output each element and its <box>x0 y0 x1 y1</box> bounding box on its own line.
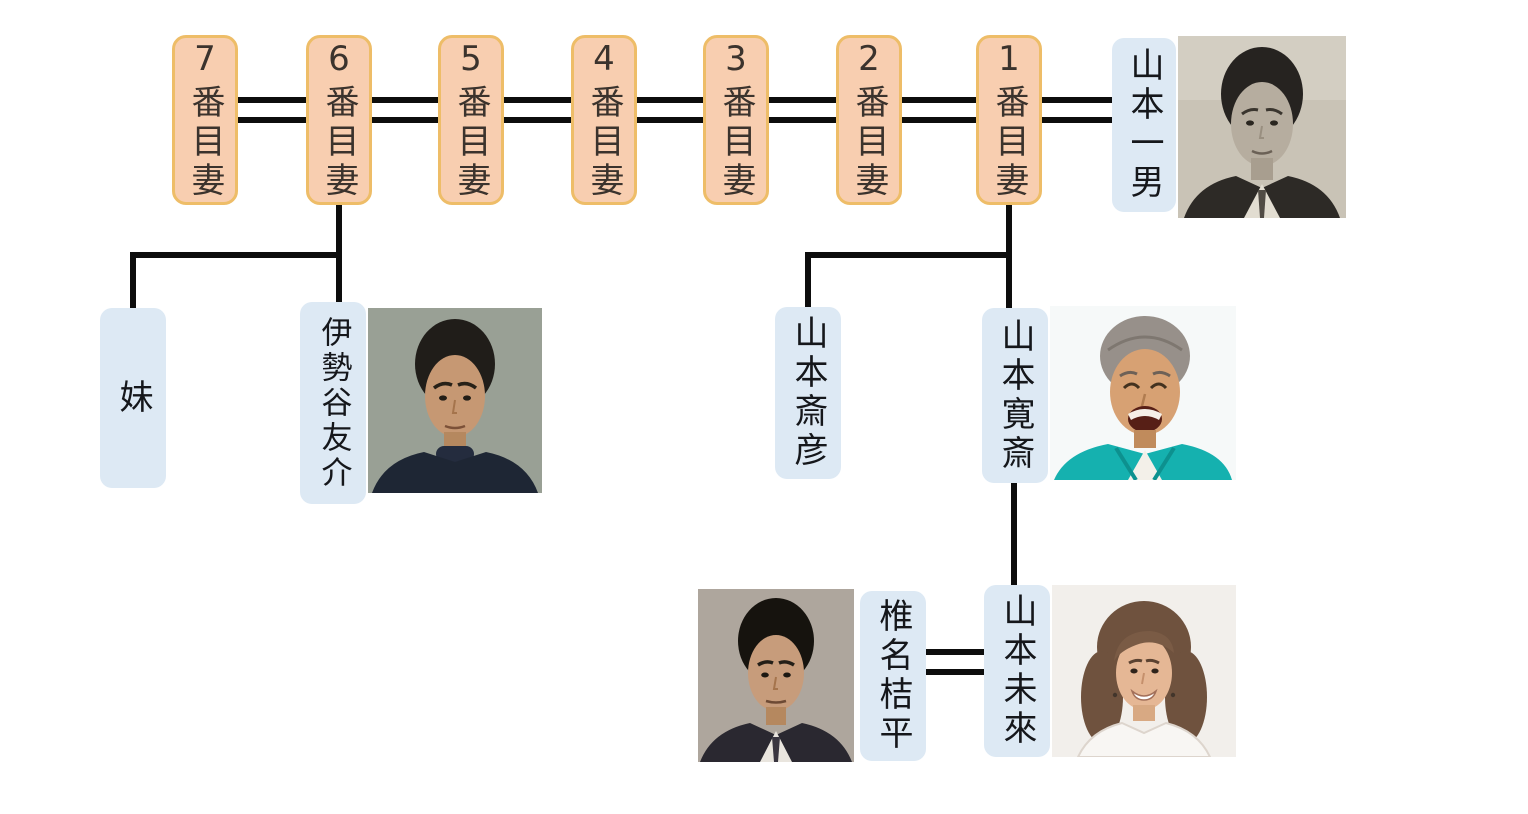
node-yamamoto-mirai: 山本未來 <box>984 585 1050 757</box>
node-wife-5-label: 5番目妻 <box>451 39 491 201</box>
photo-iseya-yusuke <box>368 308 542 493</box>
marriage-line-wife4-wife3 <box>637 97 703 123</box>
marriage-line-wife7-wife6 <box>238 97 306 123</box>
marriage-line-wife5-wife4 <box>504 97 571 123</box>
node-yamamoto-kazuo-label: 山本一男 <box>1124 47 1164 203</box>
node-wife-6: 6番目妻 <box>306 35 372 205</box>
portrait-yamamoto-kazuo-illustration <box>1178 36 1346 218</box>
portrait-yamamoto-kansai-illustration <box>1050 306 1236 480</box>
node-imouto: 妹 <box>100 308 166 488</box>
node-wife-1: 1番目妻 <box>976 35 1042 205</box>
connector-saihiko-down <box>805 252 811 308</box>
node-wife-7-label: 7番目妻 <box>185 39 225 201</box>
node-wife-7: 7番目妻 <box>172 35 238 205</box>
node-wife-4-label: 4番目妻 <box>584 39 624 201</box>
node-wife-3: 3番目妻 <box>703 35 769 205</box>
node-yamamoto-kansai: 山本寛斎 <box>982 308 1048 483</box>
node-yamamoto-saihiko-label: 山本斎彦 <box>788 315 828 471</box>
node-wife-1-label: 1番目妻 <box>989 39 1029 201</box>
photo-shiina-kippei <box>698 589 854 762</box>
portrait-yamamoto-mirai-illustration <box>1052 585 1236 757</box>
node-yamamoto-saihiko: 山本斎彦 <box>775 307 841 479</box>
node-wife-4: 4番目妻 <box>571 35 637 205</box>
node-wife-3-label: 3番目妻 <box>716 39 756 201</box>
node-wife-5: 5番目妻 <box>438 35 504 205</box>
node-shiina-kippei-label: 椎名桔平 <box>873 598 913 754</box>
node-wife-6-label: 6番目妻 <box>319 39 359 201</box>
marriage-line-wife3-wife2 <box>769 97 836 123</box>
node-yamamoto-mirai-label: 山本未來 <box>997 593 1037 749</box>
node-iseya-yusuke: 伊勢谷友介 <box>300 302 366 504</box>
marriage-line-wife6-wife5 <box>372 97 438 123</box>
photo-yamamoto-mirai <box>1052 585 1236 757</box>
node-iseya-yusuke-label: 伊勢谷友介 <box>315 315 352 491</box>
connector-kansai-mirai <box>1011 482 1017 586</box>
photo-yamamoto-kazuo <box>1178 36 1346 218</box>
node-wife-2: 2番目妻 <box>836 35 902 205</box>
connector-wife1-children-horizontal <box>805 252 1012 258</box>
connector-imouto-down <box>130 252 136 309</box>
node-imouto-label: 妹 <box>113 378 153 418</box>
portrait-shiina-kippei-illustration <box>698 589 854 762</box>
node-shiina-kippei: 椎名桔平 <box>860 591 926 761</box>
marriage-line-wife2-wife1 <box>902 97 976 123</box>
marriage-line-kippei-mirai <box>926 649 984 675</box>
connector-wife6-children-horizontal <box>130 252 342 258</box>
portrait-iseya-yusuke-illustration <box>368 308 542 493</box>
node-yamamoto-kazuo: 山本一男 <box>1112 38 1176 212</box>
node-wife-2-label: 2番目妻 <box>849 39 889 201</box>
marriage-line-wife1-kazuo <box>1042 97 1112 123</box>
node-yamamoto-kansai-label: 山本寛斎 <box>995 317 1035 474</box>
photo-yamamoto-kansai <box>1050 306 1236 480</box>
